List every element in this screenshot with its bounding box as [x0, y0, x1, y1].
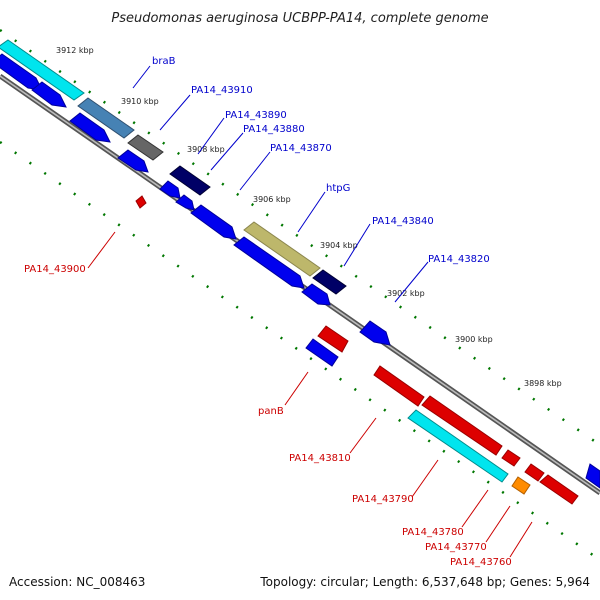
gene-arrow[interactable] [501, 449, 521, 467]
gene-arrow[interactable] [317, 325, 349, 353]
kbp-tick-label: 3898 kbp [524, 379, 562, 388]
gene-label[interactable]: PA14_43820 [428, 254, 490, 265]
gene-arrow[interactable] [117, 149, 149, 173]
forward-label-leaders [132, 65, 429, 303]
gene-arrow[interactable] [159, 180, 181, 199]
inner-tick-track [0, 140, 600, 562]
gene-label[interactable]: PA14_43870 [270, 143, 332, 154]
forward-gene-arrows [0, 39, 391, 346]
gene-label[interactable]: PA14_43900 [24, 264, 86, 275]
gene-label[interactable]: PA14_43890 [225, 110, 287, 121]
gene-arrow[interactable] [373, 365, 425, 407]
gene-label[interactable]: htpG [326, 183, 350, 194]
forward-gene-arrows-inner [0, 53, 600, 489]
kbp-tick-label: 3906 kbp [253, 195, 291, 204]
kbp-tick-label: 3902 kbp [387, 289, 425, 298]
gene-arrow[interactable] [135, 195, 147, 209]
gene-arrow[interactable] [421, 395, 503, 456]
accession-label: Accession: NC_008463 [9, 575, 145, 589]
gene-arrow[interactable] [127, 134, 164, 161]
gene-label[interactable]: braB [152, 56, 176, 67]
gene-arrow[interactable] [77, 97, 135, 139]
gene-arrow[interactable] [511, 476, 531, 495]
gene-label[interactable]: PA14_43770 [425, 542, 487, 553]
gene-arrow[interactable] [0, 39, 85, 101]
gene-arrow[interactable] [233, 236, 305, 289]
gene-arrow[interactable] [585, 463, 600, 489]
kbp-tick-label: 3912 kbp [56, 46, 94, 55]
gene-label[interactable]: panB [258, 406, 284, 417]
gene-arrow[interactable] [524, 463, 545, 482]
gene-arrow[interactable] [539, 474, 579, 505]
reverse-gene-arrows [135, 195, 579, 505]
page-title: Pseudomonas aeruginosa UCBPP-PA14, compl… [111, 11, 488, 26]
kbp-tick-label: 3904 kbp [320, 241, 358, 250]
gene-label[interactable]: PA14_43810 [289, 453, 351, 464]
gene-arrow[interactable] [359, 320, 391, 346]
gene-label[interactable]: PA14_43780 [402, 527, 464, 538]
gene-label[interactable]: PA14_43880 [243, 124, 305, 135]
gene-arrow[interactable] [243, 221, 321, 277]
kbp-tick-label: 3910 kbp [121, 97, 159, 106]
gene-arrow[interactable] [31, 81, 67, 108]
gene-arrow[interactable] [169, 165, 211, 196]
gene-arrow[interactable] [312, 269, 347, 295]
gene-label[interactable]: PA14_43760 [450, 557, 512, 568]
gene-arrow[interactable] [301, 283, 331, 306]
gene-label[interactable]: PA14_43840 [372, 216, 434, 227]
gene-arrow[interactable] [175, 194, 195, 211]
gene-label[interactable]: PA14_43910 [191, 85, 253, 96]
kbp-tick-label: 3900 kbp [455, 335, 493, 344]
gene-arrow[interactable] [407, 409, 509, 483]
kbp-tick-label: 3908 kbp [187, 145, 225, 154]
gene-arrow[interactable] [190, 204, 237, 240]
gene-arrow[interactable] [305, 338, 339, 367]
gene-label[interactable]: PA14_43790 [352, 494, 414, 505]
reverse-label-leaders [87, 231, 533, 558]
topology-label: Topology: circular; Length: 6,537,648 bp… [259, 575, 590, 589]
gene-arrow[interactable] [69, 112, 111, 143]
